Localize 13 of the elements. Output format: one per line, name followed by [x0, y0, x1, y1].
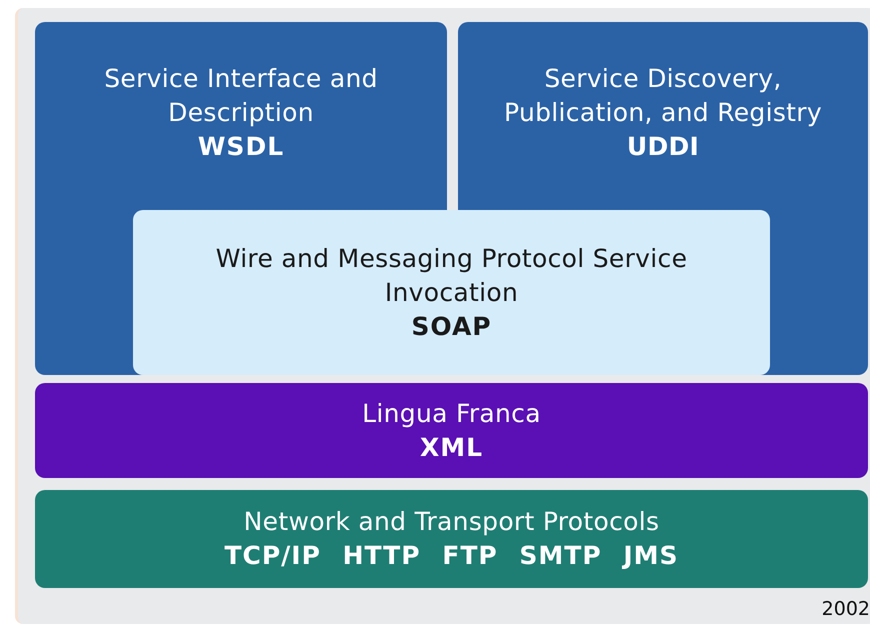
layer-title: Service Interface and Description — [103, 63, 379, 129]
technology-name: XML — [420, 432, 484, 464]
layer-title: Wire and Messaging Protocol Service Invocation — [214, 242, 688, 308]
layer-box — [133, 210, 770, 375]
technology-name: WSDL — [198, 131, 284, 163]
layer-title: Lingua Franca — [362, 398, 541, 430]
technology-name: TCP/IP HTTP FTP SMTP JMS — [224, 540, 679, 572]
technology-name: SOAP — [411, 310, 492, 342]
source-note: 2002 — [822, 598, 870, 620]
layer-box — [35, 383, 868, 478]
layer-box — [35, 490, 868, 588]
layer-title: Service Discovery, Publication, and Registry UDDI — [503, 63, 823, 163]
layer-title: Network and Transport Protocols — [244, 506, 660, 538]
